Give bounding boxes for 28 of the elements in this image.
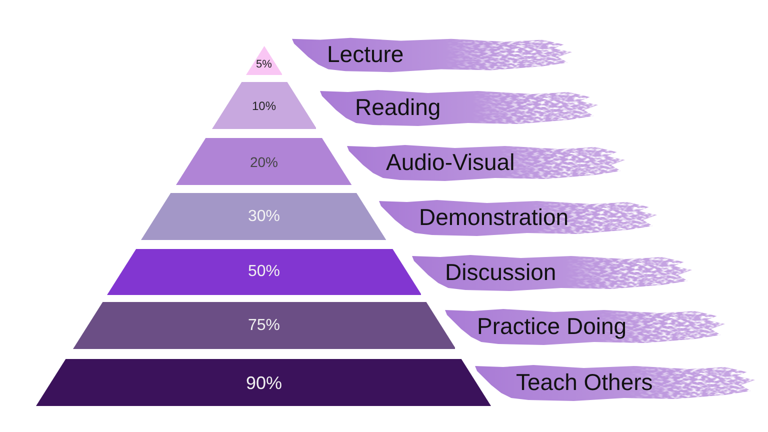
brush-stroke <box>345 143 625 183</box>
brush-stroke <box>410 253 692 293</box>
brush-stroke <box>443 307 725 347</box>
pyramid-tier <box>212 82 316 129</box>
brush-stroke <box>290 36 572 74</box>
percentage-label: 20% <box>250 154 278 168</box>
pyramid-top-triangle <box>246 46 282 75</box>
pyramid-tier <box>36 359 492 406</box>
pyramid-tier <box>72 302 456 349</box>
percentage-label: 5% <box>256 60 272 71</box>
brush-stroke <box>377 198 657 238</box>
percentage-label: 30% <box>248 208 280 224</box>
pyramid-tier <box>141 193 387 240</box>
method-label: Lecture <box>327 43 404 66</box>
method-label: Practice Doing <box>477 315 627 338</box>
brush-stroke <box>473 363 755 403</box>
percentage-label: 90% <box>246 374 282 392</box>
method-label: Audio-Visual <box>386 151 515 174</box>
method-label: Reading <box>355 96 441 120</box>
method-label: Demonstration <box>419 206 569 230</box>
pyramid-tier <box>176 138 352 185</box>
method-label: Discussion <box>445 261 556 284</box>
method-label: Teach Others <box>516 371 653 394</box>
percentage-label: 75% <box>248 318 280 334</box>
percentage-label: 10% <box>252 100 276 112</box>
pyramid-tier <box>106 249 422 295</box>
brush-stroke <box>318 88 598 128</box>
percentage-label: 50% <box>248 264 280 280</box>
